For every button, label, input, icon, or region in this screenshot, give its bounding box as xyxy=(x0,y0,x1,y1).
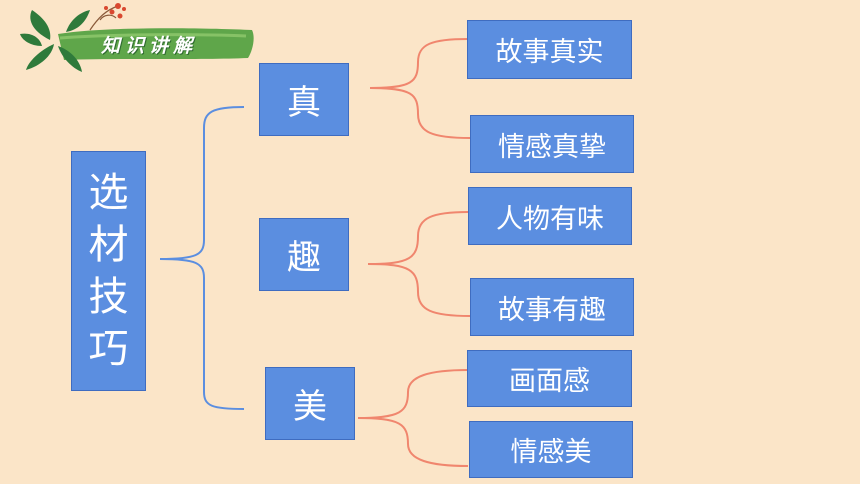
leaf-node: 人物有味 xyxy=(468,187,632,245)
root-char: 技 xyxy=(88,274,129,320)
branch-node-qu: 趣 xyxy=(259,218,349,291)
leaf-node: 情感美 xyxy=(469,421,633,478)
branch-node-zhen: 真 xyxy=(259,63,349,136)
section-badge-label: 知识讲解 xyxy=(101,35,198,57)
leaf-node: 故事真实 xyxy=(467,20,632,79)
leaf-branch-icon xyxy=(20,3,254,72)
leaf-node: 故事有趣 xyxy=(470,278,634,336)
leaf-node: 画面感 xyxy=(467,350,632,407)
branch-node-mei: 美 xyxy=(265,367,355,440)
root-char: 选 xyxy=(88,170,129,216)
root-char: 材 xyxy=(88,222,129,268)
leaf-node: 情感真挚 xyxy=(470,115,634,173)
root-node: 选 材 技 巧 xyxy=(71,151,146,391)
root-char: 巧 xyxy=(88,326,129,372)
section-banner: 知识讲解 xyxy=(20,0,270,74)
